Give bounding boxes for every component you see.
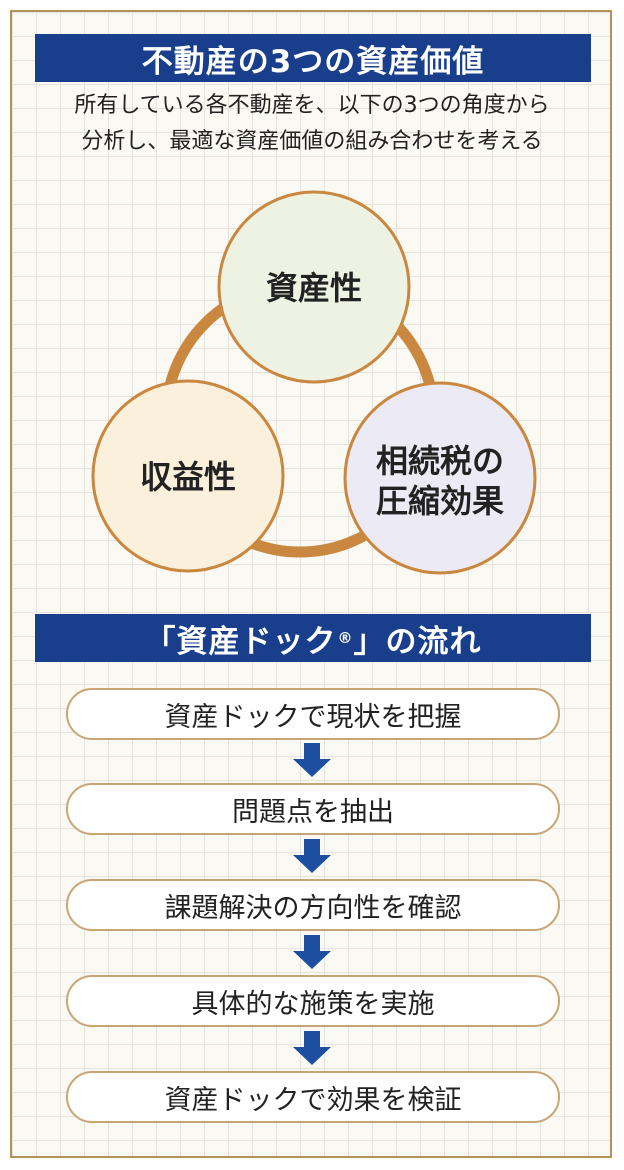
section-title-text: 不動産の3つの資産価値 — [141, 43, 485, 80]
down-arrow-icon — [293, 1031, 331, 1065]
circle-asset-value-shape — [217, 190, 411, 384]
intro-line-1: 所有している各不動産を、以下の3つの角度から — [74, 93, 550, 118]
step-4: 具体的な施策を実施 — [66, 975, 560, 1027]
circle-inheritance-tax-label-2: 圧縮効果 — [376, 482, 504, 520]
down-arrow-icon — [293, 935, 331, 969]
circle-inheritance-tax-label-1: 相続税の — [376, 442, 504, 480]
flow-title-suffix: 」の流れ — [353, 623, 482, 660]
step-2: 問題点を抽出 — [66, 783, 560, 835]
step-5-label: 資産ドックで効果を検証 — [164, 1084, 462, 1116]
step-4-label: 具体的な施策を実施 — [191, 988, 435, 1020]
down-arrow-icon — [293, 743, 331, 777]
circle-profitability-label: 収益性 — [140, 458, 236, 496]
three-values-diagram: 資産性 収益性 相続税の 圧縮効果 — [91, 190, 537, 575]
step-5: 資産ドックで効果を検証 — [66, 1071, 560, 1123]
circle-inheritance-tax: 相続税の 圧縮効果 — [343, 381, 537, 575]
flow-title-text: 「資産ドック — [144, 623, 337, 660]
intro-text: 所有している各不動産を、以下の3つの角度から 分析し、最適な資産価値の組み合わせ… — [20, 88, 604, 160]
step-2-label: 問題点を抽出 — [232, 796, 394, 828]
step-3: 課題解決の方向性を確認 — [66, 879, 560, 931]
step-1-label: 資産ドックで現状を把握 — [164, 701, 462, 733]
section-title-asset-values: 不動産の3つの資産価値 — [35, 34, 591, 82]
down-arrow-icon — [293, 839, 331, 873]
circle-profitability-shape — [91, 379, 285, 573]
circle-asset-value-label: 資産性 — [266, 269, 362, 307]
step-3-label: 課題解決の方向性を確認 — [164, 892, 462, 924]
intro-line-2: 分析し、最適な資産価値の組み合わせを考える — [81, 129, 543, 154]
circle-profitability: 収益性 — [91, 379, 285, 573]
step-1: 資産ドックで現状を把握 — [66, 688, 560, 740]
circle-asset-value: 資産性 — [217, 190, 411, 384]
circle-inheritance-tax-shape — [343, 381, 537, 575]
section-title-flow: 「資産ドック®」の流れ — [35, 614, 591, 662]
registered-mark: ® — [337, 629, 354, 647]
